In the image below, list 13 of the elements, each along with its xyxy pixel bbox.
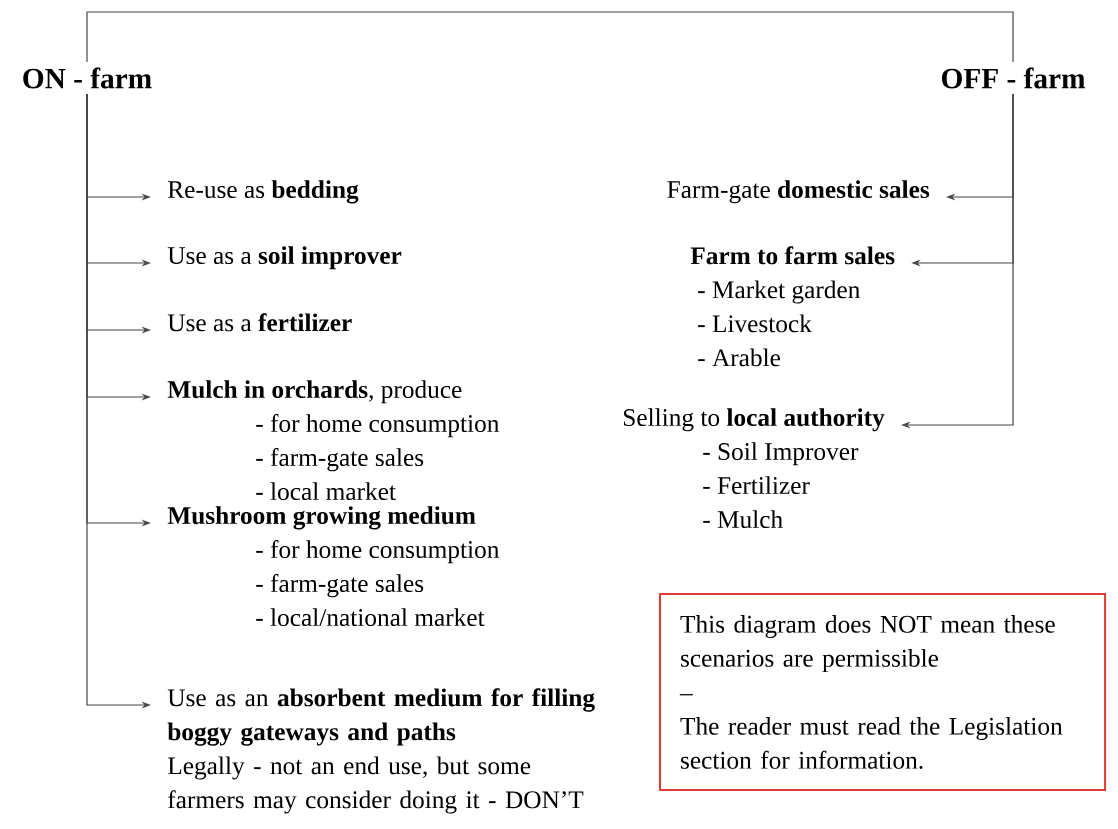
use-item: Mushroom growing medium - for home consumption - farm-gate sales - local/national market	[167, 506, 500, 627]
use-item: Mulch in orchards, produce - for home consumption - farm-gate sales - local market	[167, 380, 500, 501]
note-box: This diagram does NOT mean these scenarios are permissible – The reader must read the Legislation section for information.	[659, 593, 1107, 791]
sales-item: Selling to local authority - Soil Improver - Fertilizer - Mulch	[623, 408, 885, 529]
use-item: Use as a soil improver	[167, 246, 402, 270]
bracket-line	[86, 11, 1014, 63]
sales-item: Farm to farm sales - Market garden - Livestock - Arable	[690, 246, 895, 367]
use-item: Re-use as bedding	[168, 180, 359, 204]
heading-label: OFF - farm	[941, 67, 1085, 89]
heading-label: ON - farm	[23, 67, 152, 89]
sales-item: Farm-gate domestic sales	[667, 180, 930, 204]
use-item: Use as a fertilizer	[167, 313, 352, 332]
use-item: Use as an absorbent medium for filling boggy gateways and paths Legally - not an end use, but some farmers may consider doing it - DON’T	[167, 688, 595, 814]
